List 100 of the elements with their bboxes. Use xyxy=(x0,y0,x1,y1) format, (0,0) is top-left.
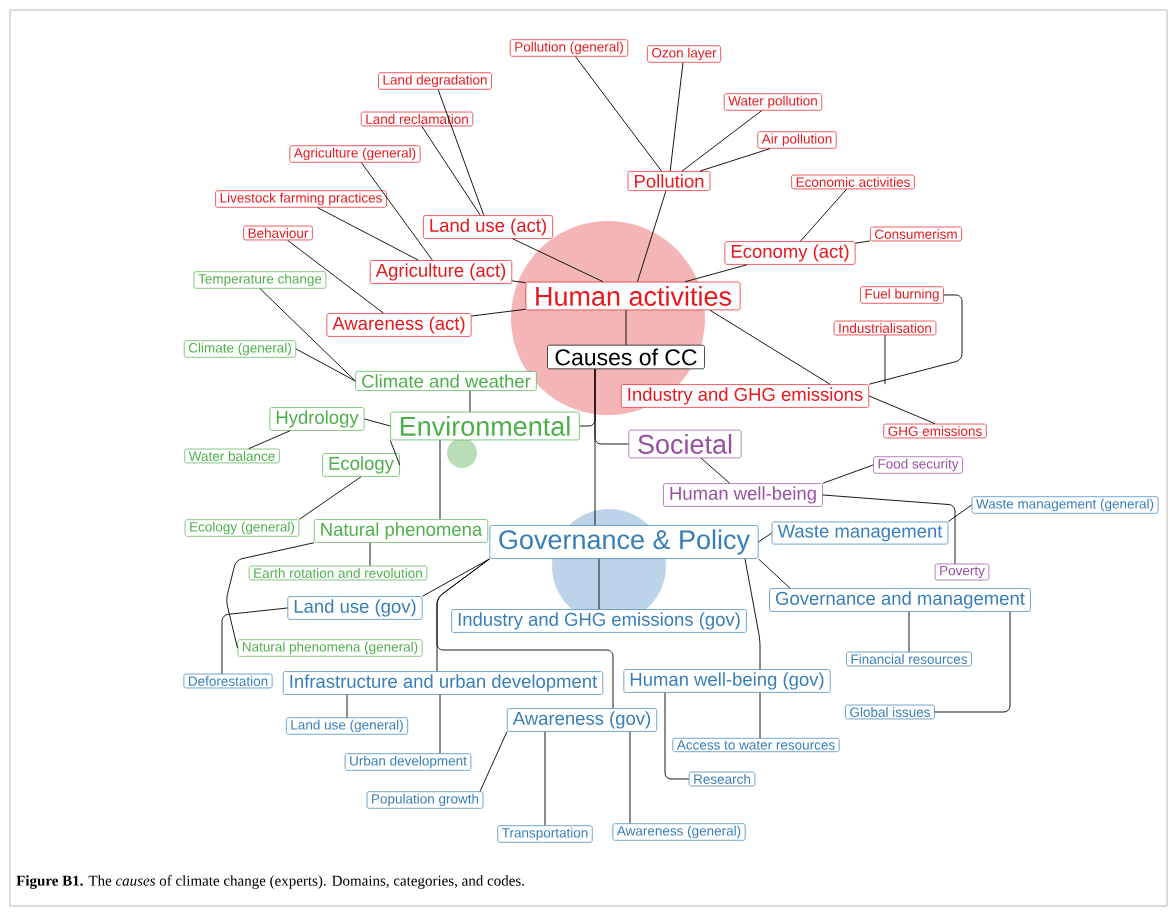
branch-line xyxy=(439,439,441,520)
branch-line xyxy=(439,694,441,754)
branch-line xyxy=(868,395,936,425)
branch-line xyxy=(709,309,831,385)
branch-line xyxy=(699,148,771,172)
code-box: Population growth xyxy=(366,791,484,809)
domain-box: Societal xyxy=(628,429,742,459)
branch-line xyxy=(544,731,546,826)
code-box: Poverty xyxy=(934,563,990,581)
branch-line xyxy=(629,731,631,824)
code-box: Water balance xyxy=(184,448,280,464)
branch-line xyxy=(822,494,956,565)
code-box: Land use (general) xyxy=(286,717,409,735)
branch-line xyxy=(298,476,362,520)
category-box: Awareness (gov) xyxy=(506,708,658,732)
branch-line xyxy=(908,611,910,653)
branch-line xyxy=(226,542,315,649)
branch-line xyxy=(437,89,485,216)
category-box: Hydrology xyxy=(269,407,365,431)
branch-line xyxy=(259,288,356,382)
branch-line xyxy=(868,294,963,385)
code-box: Ozon layer xyxy=(647,45,721,63)
code-box: Urban development xyxy=(344,753,472,771)
category-box: Economy (act) xyxy=(724,241,856,265)
branch-line xyxy=(295,348,356,382)
branch-line xyxy=(287,239,384,314)
code-box: Global issues xyxy=(845,704,935,720)
branch-line xyxy=(221,607,288,675)
code-box: Industrialisation xyxy=(833,320,937,336)
branch-line xyxy=(681,110,763,172)
branch-line xyxy=(947,504,973,522)
branch-line xyxy=(469,390,471,413)
branch-line xyxy=(759,692,761,739)
branch-line xyxy=(822,464,874,484)
branch-line xyxy=(884,334,886,385)
branch-line xyxy=(758,532,773,543)
code-box: Livestock farming practices xyxy=(215,190,387,208)
branch-line xyxy=(637,190,667,283)
code-box: Climate (general) xyxy=(183,340,297,358)
code-box: Transportation xyxy=(497,825,593,843)
branch-line xyxy=(511,280,526,283)
branch-line xyxy=(512,238,604,283)
branch-line xyxy=(317,207,419,261)
code-box: Food security xyxy=(873,456,963,474)
branch-line xyxy=(594,368,596,526)
code-box: Temperature change xyxy=(193,271,327,289)
code-box: Ecology (general) xyxy=(184,519,300,537)
code-box: Awareness (general) xyxy=(612,823,746,841)
code-box: Access to water resources xyxy=(672,737,840,753)
code-box: Economic activities xyxy=(791,174,915,190)
domain-box: Human activities xyxy=(525,281,741,311)
category-box: Infrastructure and urban development xyxy=(282,671,604,695)
branch-line xyxy=(575,56,662,172)
code-box: Research xyxy=(688,771,756,787)
branch-line xyxy=(360,162,433,261)
branch-line xyxy=(598,558,600,610)
code-box: GHG emissions xyxy=(883,423,987,439)
branch-line xyxy=(436,558,614,709)
branch-line xyxy=(625,309,627,346)
branch-line xyxy=(389,439,401,466)
branch-line xyxy=(248,430,291,450)
category-box: Natural phenomena xyxy=(313,519,489,543)
category-box: Human well-being xyxy=(663,483,823,507)
code-box: Water pollution xyxy=(723,93,823,111)
category-box: Climate and weather xyxy=(355,371,537,391)
code-box: Air pollution xyxy=(757,131,837,149)
branch-line xyxy=(744,558,761,670)
branch-line xyxy=(664,692,690,780)
code-box: Agriculture (general) xyxy=(289,145,421,163)
category-box: Land use (gov) xyxy=(287,596,423,620)
code-box: Behaviour xyxy=(243,225,313,241)
code-box: Land reclamation xyxy=(360,111,474,127)
category-box: Human well-being (gov) xyxy=(623,669,831,693)
branch-line xyxy=(421,125,481,216)
branch-line xyxy=(479,731,508,792)
domain-box: Governance & Policy xyxy=(489,525,759,559)
branch-line xyxy=(364,418,391,427)
code-box: Deforestation xyxy=(183,673,273,689)
code-box: Financial resources xyxy=(846,651,972,667)
branch-line xyxy=(369,542,371,567)
category-box: Industry and GHG emissions xyxy=(620,384,870,408)
category-box: Agriculture (act) xyxy=(369,260,513,284)
root-box: Causes of CC xyxy=(547,344,705,370)
branch-line xyxy=(855,240,871,244)
branch-line xyxy=(346,694,348,718)
branch-line xyxy=(422,558,490,597)
category-box: Waste management xyxy=(771,521,949,545)
domain-box: Environmental xyxy=(390,411,580,441)
branch-line xyxy=(758,558,791,589)
caption: Figure B1. The causes of climate change (experts). Domains, categories, and codes. xyxy=(16,875,524,889)
code-box: Natural phenomena (general) xyxy=(237,639,423,657)
branch-line xyxy=(800,188,847,242)
code-box: Earth rotation and revolution xyxy=(248,565,428,581)
branch-line xyxy=(471,308,526,317)
category-box: Ecology xyxy=(322,453,400,477)
category-box: Pollution xyxy=(627,171,711,191)
code-box: Consumerism xyxy=(870,226,962,242)
branch-line xyxy=(934,611,1011,713)
category-box: Governance and management xyxy=(769,588,1031,612)
category-box: Awareness (act) xyxy=(326,313,472,337)
